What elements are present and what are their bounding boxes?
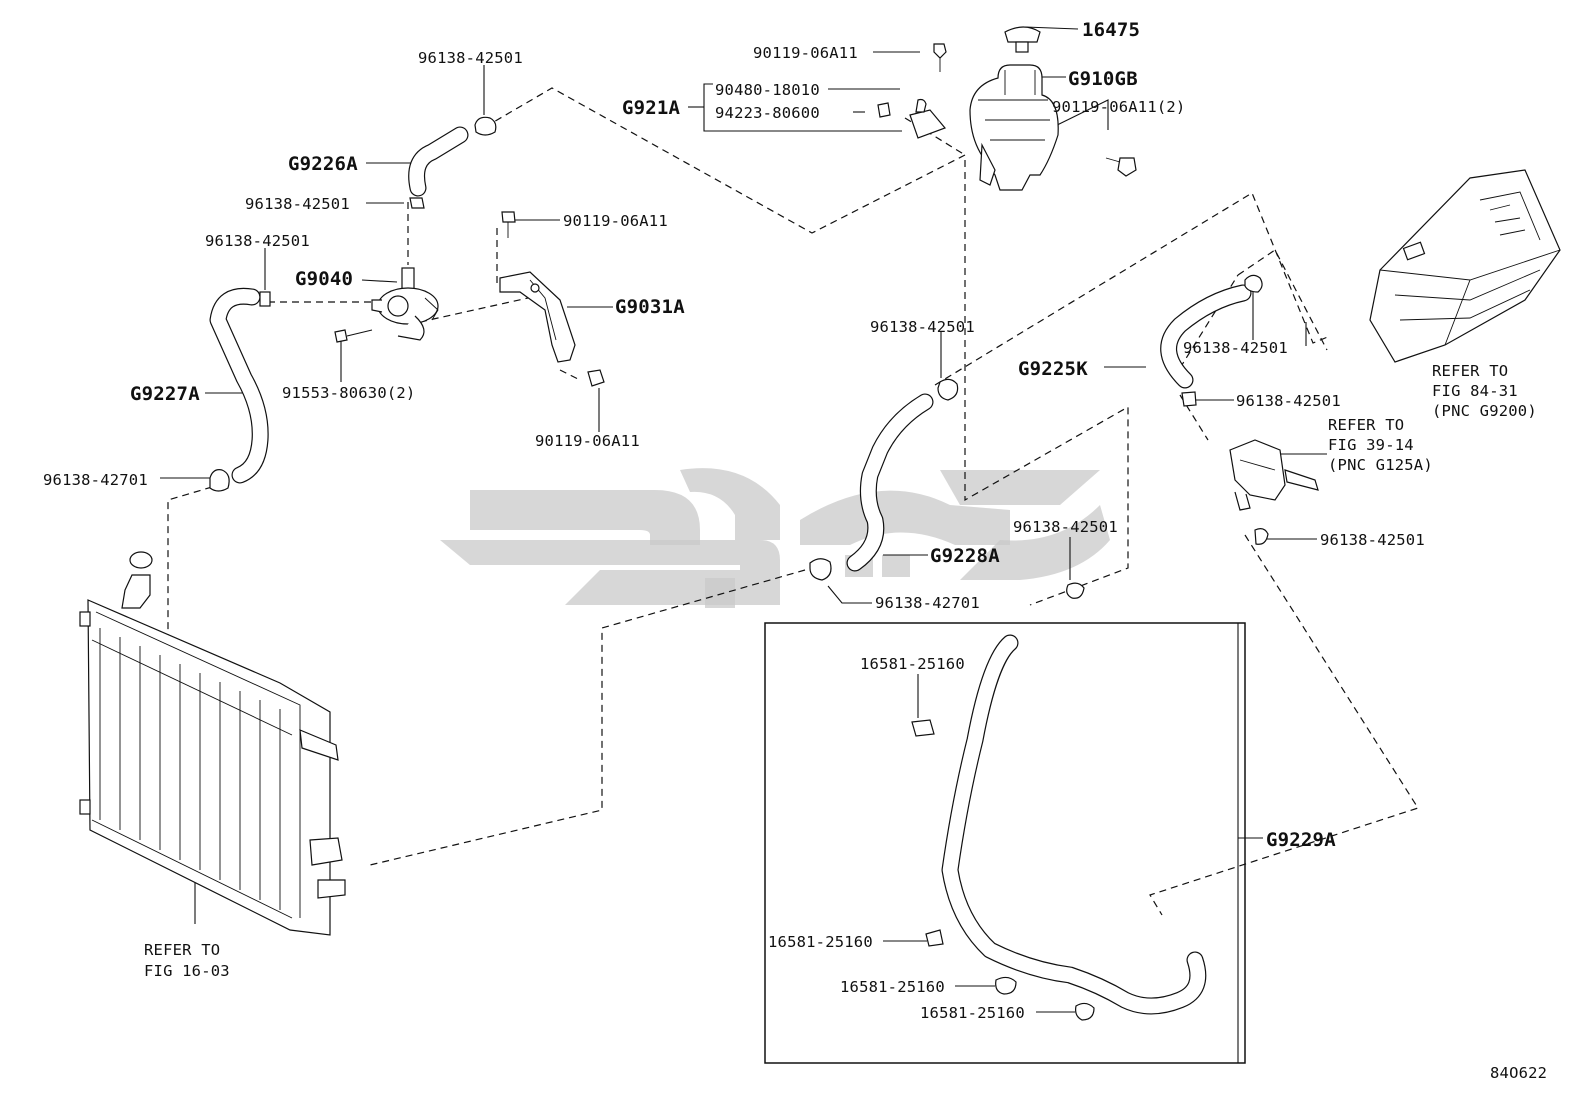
hose-g9227a xyxy=(209,287,269,484)
radiator xyxy=(79,551,346,936)
bolt-90119-06A11-top xyxy=(933,43,947,72)
inverter-assembly xyxy=(1369,169,1561,363)
label-refer-fig-84-31-line3: (PNC G9200) xyxy=(1432,402,1537,420)
clamp-96138-42501-c xyxy=(259,291,271,307)
clamp-16581-25160-c xyxy=(995,976,1017,995)
label-90480-18010: 90480-18010 xyxy=(715,81,820,99)
label-refer-fig-84-31-line2: FIG 84-31 xyxy=(1432,382,1518,400)
label-90119-06a11-mid: 90119-06A11 xyxy=(563,212,668,230)
dashed-connection-lines xyxy=(112,87,1419,916)
clamp-96138-42501-top xyxy=(474,116,497,136)
label-96138-42501-e: 96138-42501 xyxy=(1183,339,1288,357)
label-g9228a: G9228A xyxy=(930,545,1000,567)
clamp-16581-25160-b xyxy=(925,929,944,947)
label-refer-fig-39-14-line2: FIG 39-14 xyxy=(1328,436,1414,454)
watermark-logo xyxy=(440,468,1110,608)
label-g9229a: G9229A xyxy=(1266,829,1336,851)
clamp-96138-42701-mid xyxy=(809,558,832,581)
label-90119-06a11-low: 90119-06A11 xyxy=(535,432,640,450)
label-g9225k: G9225K xyxy=(1018,358,1088,380)
label-refer-fig-16-03-line2: FIG 16-03 xyxy=(144,962,230,980)
label-96138-42501-d: 96138-42501 xyxy=(870,318,975,336)
reservoir-tank xyxy=(969,26,1059,191)
bracket-g9031a xyxy=(499,271,576,363)
label-96138-42501-h: 96138-42501 xyxy=(1320,531,1425,549)
label-90119-06a11-2: 90119-06A11(2) xyxy=(1052,98,1185,116)
label-g9031a: G9031A xyxy=(615,296,685,318)
bracket-g921a xyxy=(877,98,947,139)
clamp-96138-42501-e xyxy=(1244,274,1263,293)
clamp-96138-42501-g xyxy=(1066,582,1085,599)
hose-g9226a xyxy=(408,126,469,197)
label-g9226a: G9226A xyxy=(288,153,358,175)
label-91553-80630-2: 91553-80630(2) xyxy=(282,384,415,402)
clamp-16581-25160-d xyxy=(1075,1002,1095,1021)
water-pump-g9040 xyxy=(371,267,439,341)
bolt-90119-06A11-mid xyxy=(501,211,516,238)
clamp-96138-42501-h xyxy=(1254,528,1269,545)
g9229a-group-box xyxy=(764,622,1246,1064)
bolt-90119-06A11-low xyxy=(587,369,605,387)
label-96138-42501-b: 96138-42501 xyxy=(245,195,350,213)
label-96138-42501-f: 96138-42501 xyxy=(1236,392,1341,410)
label-refer-fig-16-03-line1: REFER TO xyxy=(144,941,220,959)
label-90119-06a11-top: 90119-06A11 xyxy=(753,44,858,62)
label-16581-25160-b: 16581-25160 xyxy=(768,933,873,951)
leader-lines xyxy=(160,26,1327,1013)
hose-g9225k xyxy=(1160,284,1252,389)
label-refer-fig-39-14-line1: REFER TO xyxy=(1328,416,1404,434)
diagram-id: 84O622 xyxy=(1490,1064,1547,1082)
label-96138-42701-mid: 96138-42701 xyxy=(875,594,980,612)
label-16581-25160-c: 16581-25160 xyxy=(840,978,945,996)
clamp-96138-42501-d xyxy=(937,378,959,401)
label-g9040: G9040 xyxy=(295,268,353,290)
label-refer-fig-39-14-line3: (PNC G125A) xyxy=(1328,456,1433,474)
label-16581-25160-a: 16581-25160 xyxy=(860,655,965,673)
hose-g9228a xyxy=(846,393,934,572)
label-g9227a: G9227A xyxy=(130,383,200,405)
clamp-96138-42501-f xyxy=(1181,391,1197,407)
clamp-16581-25160-a xyxy=(911,719,935,737)
label-96138-42501-top: 96138-42501 xyxy=(418,49,523,67)
label-refer-fig-84-31-line1: REFER TO xyxy=(1432,362,1508,380)
clamp-96138-42701-left xyxy=(209,469,230,492)
bolt-91553-80630 xyxy=(334,329,373,343)
label-g921a: G921A xyxy=(622,97,681,119)
part-labels: 16475 G910GB 90119-06A11 90119-06A11(2) … xyxy=(43,19,1547,1082)
clamp-96138-42501-b xyxy=(409,197,425,209)
hose-g9229a xyxy=(941,634,1207,1015)
label-94223-80600: 94223-80600 xyxy=(715,104,820,122)
label-96138-42501-c: 96138-42501 xyxy=(205,232,310,250)
label-96138-42501-g: 96138-42501 xyxy=(1013,518,1118,536)
label-16581-25160-d: 16581-25160 xyxy=(920,1004,1025,1022)
label-96138-42701-left: 96138-42701 xyxy=(43,471,148,489)
label-g910gb: G910GB xyxy=(1068,68,1138,90)
bolt-90119-06A11-right xyxy=(1105,157,1137,177)
component-g125a xyxy=(1229,439,1319,511)
label-16475: 16475 xyxy=(1082,19,1140,41)
